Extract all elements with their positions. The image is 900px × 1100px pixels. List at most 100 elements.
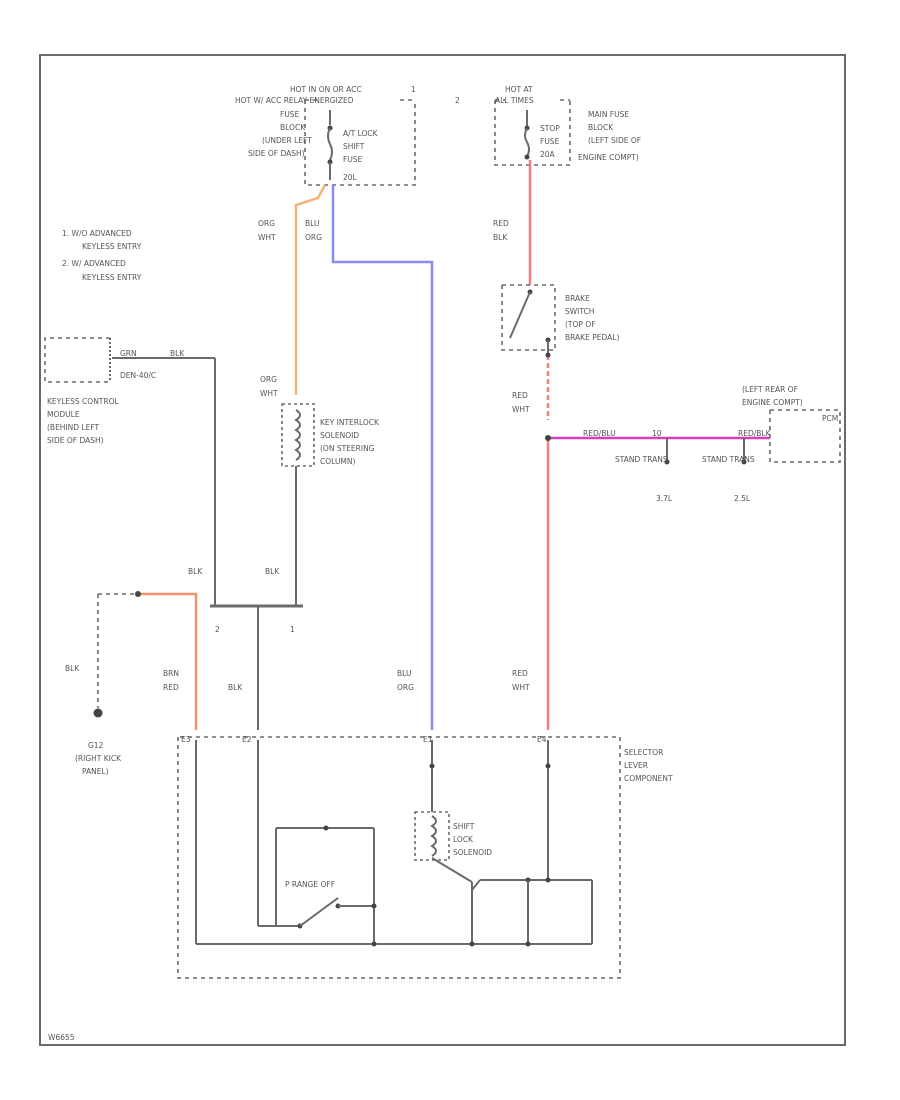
lbl-red-wht-low-1: RED: [512, 669, 528, 678]
diagram-frame: [39, 54, 846, 1046]
alt-hot1: HOT AT: [505, 85, 533, 94]
keyless-2: MODULE: [47, 410, 80, 419]
lbl-blk-lower: BLK: [228, 683, 243, 692]
fuse-block: HOT IN ON OR ACC HOT W/ ACC RELAY ENERGI…: [235, 85, 460, 186]
ground-3: PANEL): [82, 767, 109, 776]
lbl-org-wht-top-2: WHT: [258, 233, 276, 242]
selector-3: COMPONENT: [624, 774, 673, 783]
lbl-blk-keyless: BLK: [170, 349, 185, 358]
stop-fuse2: FUSE: [540, 137, 560, 146]
fuse-mark1: 1: [411, 85, 416, 94]
p-range-label: P RANGE OFF: [285, 880, 335, 889]
lbl-blk-left: BLK: [188, 567, 203, 576]
legend-item2: 2. W/ ADVANCED: [62, 259, 126, 268]
lbl-blu-org-low-2: ORG: [397, 683, 414, 692]
selector-lever: E3 E2 E1 E4 SELECTOR LEVER COMPONENT P R…: [177, 735, 673, 979]
lbl-red-wht-mid-1: RED: [512, 391, 528, 400]
eng1: 3.7L: [656, 494, 673, 503]
left-rear-1: (LEFT REAR OF: [742, 385, 798, 394]
key-interlock-solenoid: KEY INTERLOCK SOLENOID (ON STEERING COLU…: [281, 403, 380, 605]
legend: 1. W/O ADVANCED KEYLESS ENTRY 2. W/ ADVA…: [62, 229, 142, 282]
fuse-side-dash: SIDE OF DASH): [248, 149, 305, 158]
keyless-module: GRN BLK DEN-40/C KEYLESS CONTROL MODULE …: [44, 337, 216, 605]
lbl-blk-mid: BLK: [265, 567, 280, 576]
key-interlock-4: COLUMN): [320, 457, 356, 466]
legend-item2b: KEYLESS ENTRY: [82, 273, 142, 282]
left-rear-pcm: PCM: [822, 414, 838, 423]
stop-fuse3: 20A: [540, 150, 556, 159]
mainfuse-4: ENGINE COMPT): [578, 153, 639, 162]
keyless-1: KEYLESS CONTROL: [47, 397, 120, 406]
mainfuse-1: MAIN FUSE: [588, 110, 629, 119]
keyless-3: (BEHIND LEFT: [47, 423, 100, 432]
mainfuse-2: BLOCK: [588, 123, 614, 132]
lbl-org-wht-mid-2: WHT: [260, 389, 278, 398]
key-interlock-3: (ON STEERING: [320, 444, 375, 453]
wire-blu-org: [331, 185, 434, 730]
left-rear-2: ENGINE COMPT): [742, 398, 803, 407]
splice: 2 1: [210, 604, 303, 730]
splice-mark2: 2: [215, 625, 220, 634]
conn-1: E3: [181, 735, 191, 744]
fuse-mark2: 2: [455, 96, 460, 105]
std-opt1: STAND TRANS: [615, 455, 668, 464]
lbl-brn-red-1: BRN: [163, 669, 179, 678]
shift-lock-2: LOCK: [453, 835, 474, 844]
shift-lock-3: SOLENOID: [453, 848, 492, 857]
lbl-red-blk-r: RED/BLK: [738, 429, 772, 438]
lbl-red-wht-mid-2: WHT: [512, 405, 530, 414]
lbl-blu-org-low-1: BLU: [397, 669, 411, 678]
key-interlock-1: KEY INTERLOCK: [320, 418, 380, 427]
key-interlock-2: SOLENOID: [320, 431, 359, 440]
ground-2: (RIGHT KICK: [75, 754, 122, 763]
lbl-red-wht-low-2: WHT: [512, 683, 530, 692]
lbl-grn-keyless: GRN: [120, 349, 137, 358]
selector-2: LEVER: [624, 761, 648, 770]
lbl-red-blk-2: BLK: [493, 233, 508, 242]
fuse-amp: 20L: [343, 173, 358, 182]
fuse-hot2: HOT W/ ACC RELAY ENERGIZED: [235, 96, 354, 105]
lbl-brn-red-2: RED: [163, 683, 179, 692]
wire-org-wht: [294, 184, 327, 395]
legend-item1: 1. W/O ADVANCED: [62, 229, 132, 238]
fuse-hot1: HOT IN ON OR ACC: [290, 85, 362, 94]
selector-1: SELECTOR: [624, 748, 663, 757]
conn-2: E2: [242, 735, 252, 744]
stop-fuse1: STOP: [540, 124, 560, 133]
brake-3: (TOP OF: [565, 320, 596, 329]
ground-circuit: G12 (RIGHT KICK PANEL): [75, 591, 198, 776]
lbl-keyless-pin: DEN-40/C: [120, 371, 156, 380]
conn-4: E4: [537, 735, 547, 744]
mainfuse-3: (LEFT SIDE OF: [588, 136, 641, 145]
brake-4: BRAKE PEDAL): [565, 333, 619, 342]
lbl-pin-10: 10: [652, 429, 662, 438]
fuse-name3: FUSE: [343, 155, 363, 164]
std-opt2: STAND TRANS: [702, 455, 755, 464]
fuse-under-left: (UNDER LEFT: [262, 136, 312, 145]
lbl-blu-org-top-1: BLU: [305, 219, 319, 228]
brake-1: BRAKE: [565, 294, 590, 303]
fuse-name2: SHIFT: [343, 142, 365, 151]
footer-code: W6655: [48, 1033, 75, 1042]
lbl-org-wht-mid-1: ORG: [260, 375, 277, 384]
keyless-4: SIDE OF DASH): [47, 436, 104, 445]
fuse-name1: A/T LOCK: [343, 129, 379, 138]
brake-2: SWITCH: [565, 307, 594, 316]
wire-labels: ORG WHT BLU ORG RED BLK ORG WHT RED WHT …: [65, 219, 772, 692]
conn-3: E1: [423, 735, 433, 744]
shift-lock-1: SHIFT: [453, 822, 475, 831]
lbl-blu-org-top-2: ORG: [305, 233, 322, 242]
main-fuse-block: HOT AT ALL TIMES STOP FUSE 20A MAIN FUSE…: [494, 85, 641, 166]
alt-hot2: ALL TIMES: [495, 96, 534, 105]
fuse-label: FUSE: [280, 110, 300, 119]
splice-mark1: 1: [290, 625, 295, 634]
block-label: BLOCK: [280, 123, 306, 132]
legend-item1b: KEYLESS ENTRY: [82, 242, 142, 251]
lbl-org-wht-top-1: ORG: [258, 219, 275, 228]
pcm-box: (LEFT REAR OF ENGINE COMPT) PCM STAND TR…: [615, 385, 841, 503]
eng2: 2.5L: [734, 494, 751, 503]
ground-1: G12: [88, 741, 104, 750]
brake-switch: BRAKE SWITCH (TOP OF BRAKE PEDAL): [501, 284, 619, 358]
lbl-red-blu: RED/BLU: [583, 429, 616, 438]
